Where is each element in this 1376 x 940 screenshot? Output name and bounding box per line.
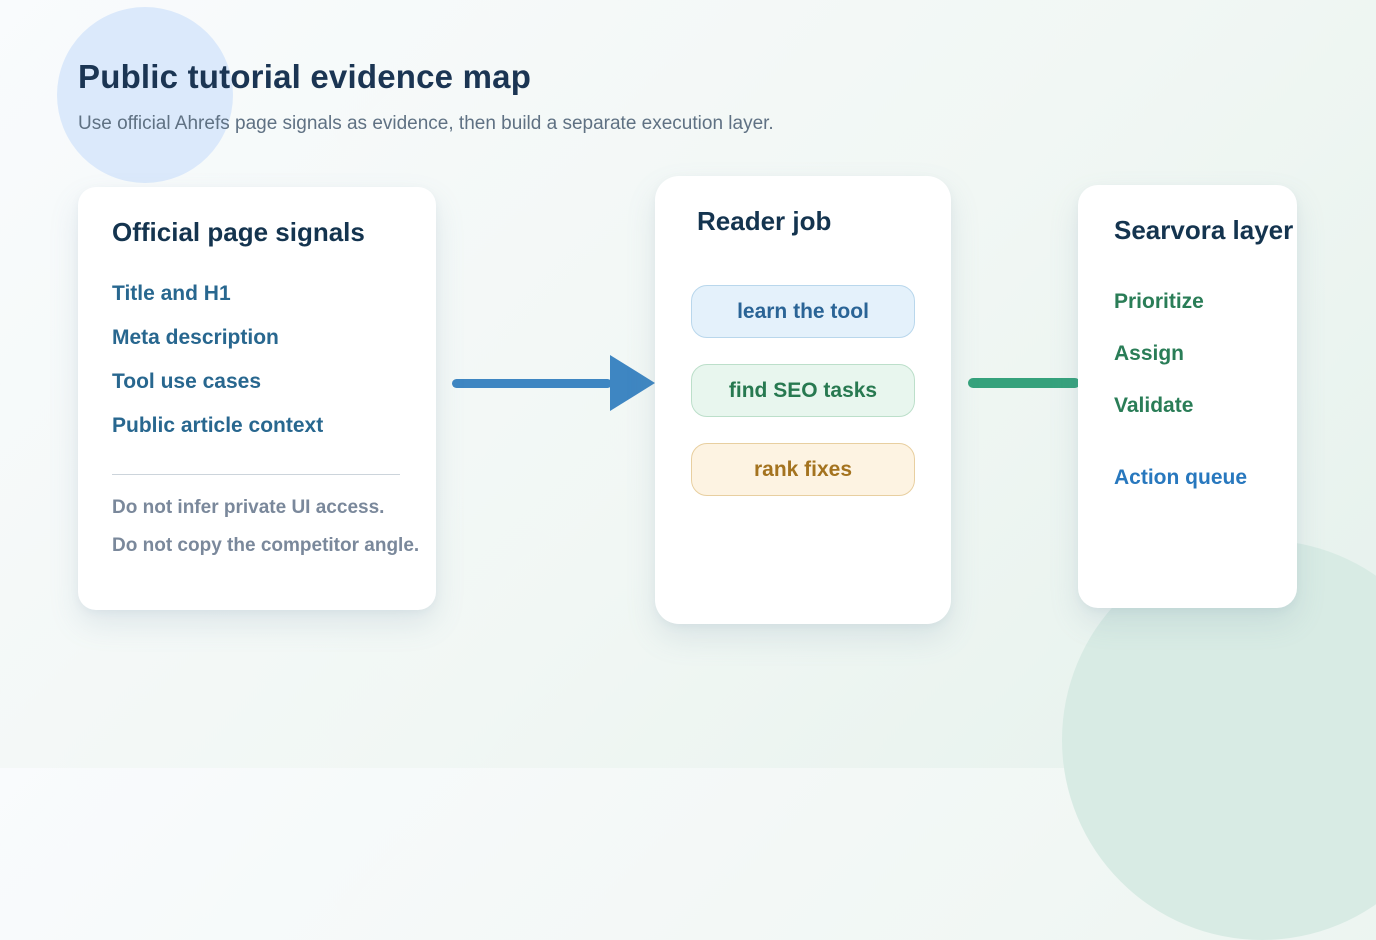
layer-item-prioritize: Prioritize — [1114, 290, 1204, 313]
flow-connector-green-line — [968, 378, 1080, 388]
flow-arrow-blue-head-icon — [610, 355, 655, 411]
page-header: Public tutorial evidence map Use officia… — [78, 58, 774, 135]
signal-item-public-article-context: Public article context — [112, 414, 324, 437]
card-reader-job: Reader job learn the tool find SEO tasks… — [655, 176, 951, 624]
note-no-competitor-copy: Do not copy the competitor angle. — [112, 535, 420, 556]
pill-learn-the-tool[interactable]: learn the tool — [691, 285, 915, 338]
card-divider — [112, 474, 400, 475]
page-title: Public tutorial evidence map — [78, 58, 532, 95]
card-title-official-page-signals: Official page signals — [112, 217, 365, 247]
reader-job-pill-stack: learn the tool find SEO tasks rank fixes — [691, 285, 915, 496]
page-subtitle: Use official Ahrefs page signals as evid… — [78, 113, 774, 134]
card-title-searvora-layer: Searvora layer — [1114, 215, 1294, 245]
flow-arrow-blue-line — [452, 379, 612, 388]
signal-item-title-h1: Title and H1 — [112, 282, 231, 305]
pill-rank-fixes[interactable]: rank fixes — [691, 443, 915, 496]
background-circle-blue — [57, 7, 233, 183]
evidence-map-canvas: Public tutorial evidence map Use officia… — [57, 7, 1376, 940]
pill-find-seo-tasks[interactable]: find SEO tasks — [691, 364, 915, 417]
card-official-page-signals: Official page signals Title and H1 Meta … — [78, 187, 436, 610]
signal-item-meta-description: Meta description — [112, 326, 279, 349]
layer-item-assign: Assign — [1114, 342, 1185, 365]
note-no-private-ui: Do not infer private UI access. — [112, 497, 385, 518]
card-title-reader-job: Reader job — [697, 206, 832, 236]
card-searvora-layer: Searvora layer Prioritize Assign Validat… — [1078, 185, 1297, 608]
signal-item-tool-use-cases: Tool use cases — [112, 370, 262, 393]
layer-item-validate: Validate — [1114, 394, 1194, 417]
action-queue-link: Action queue — [1114, 466, 1248, 489]
